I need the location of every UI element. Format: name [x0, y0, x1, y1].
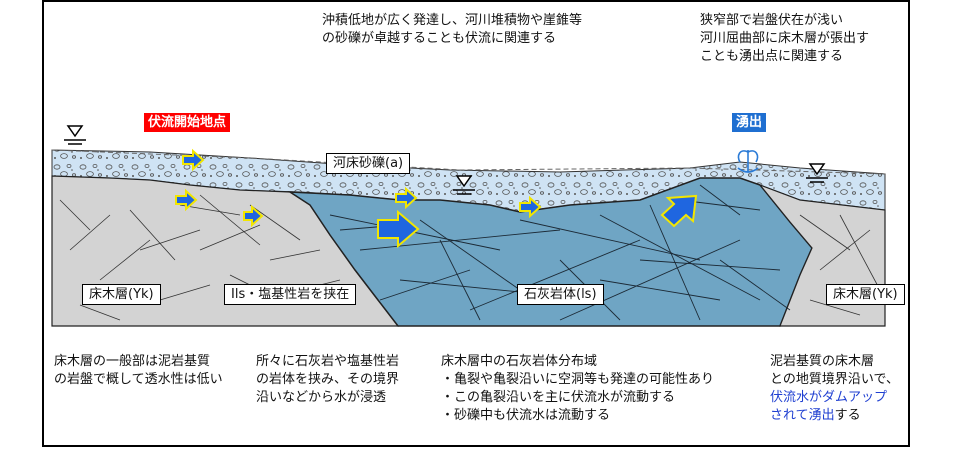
note-narrows: 狭窄部で岩盤伏在が浅い 河川屈曲部に床木層が張出す ことも湧出点に関連する: [700, 12, 869, 66]
fractures-right: [799, 214, 881, 316]
note-col1-line2: の岩盤で概して透水性は低い: [54, 372, 223, 387]
note-col4-line3: 伏流水がダムアップ: [770, 390, 888, 405]
note-col2-line2: の岩体を挟み、その境界: [256, 372, 400, 387]
label-interbedded: Ils・塩基性岩を挟在: [224, 284, 357, 305]
note-col3-line1: 床木層中の石灰岩体分布域: [441, 354, 598, 369]
label-riverbed-gravel: 河床砂礫(a): [326, 153, 411, 174]
label-tokogi-right: 床木層(Yk): [826, 284, 905, 305]
note-col4-line2: との地質境界沿いで、: [770, 372, 899, 387]
note-alluvial-line2: の砂礫が卓越することも伏流に関連する: [322, 31, 557, 46]
note-col1-line1: 床木層の一般部は泥岩基質: [54, 354, 211, 369]
note-col2: 所々に石灰岩や塩基性岩 の岩体を挟み、その境界 沿いなどから水が浸透: [256, 353, 399, 407]
note-col3-line3: ・この亀裂沿いを主に伏流水が流動する: [441, 390, 676, 405]
note-col1: 床木層の一般部は泥岩基質 の岩盤で概して透水性は低い: [54, 353, 223, 389]
flow-arrow-icon: [175, 148, 698, 249]
note-col2-line1: 所々に石灰岩や塩基性岩: [256, 354, 400, 369]
note-col2-line3: 沿いなどから水が浸透: [256, 390, 387, 405]
tag-spring: 湧出: [732, 113, 767, 132]
note-col4-line4: されて湧出: [770, 408, 835, 423]
note-col3-line4: ・砂礫中も伏流水は流動する: [441, 408, 611, 423]
label-limestone: 石灰岩体(ls): [517, 284, 604, 305]
note-col3-line2: ・亀裂や亀裂沿いに空洞等も発達の可能性あり: [441, 372, 715, 387]
note-col4-suffix: する: [834, 408, 861, 423]
water-level-icon: [806, 163, 828, 183]
note-col3: 床木層中の石灰岩体分布域 ・亀裂や亀裂沿いに空洞等も発達の可能性あり ・この亀裂…: [441, 353, 714, 425]
note-narrows-line1: 狭窄部で岩盤伏在が浅い: [700, 13, 844, 28]
label-tokogi-left: 床木層(Yk): [82, 284, 161, 305]
water-level-icon: [64, 125, 86, 145]
water-level-icon: [453, 175, 475, 195]
note-col4: 泥岩基質の床木層 との地質境界沿いで、 伏流水がダムアップ されて湧出する: [770, 353, 899, 425]
spring-icon: [737, 150, 759, 173]
note-narrows-line2: 河川屈曲部に床木層が張出す: [700, 31, 870, 46]
figure-frame: [42, 0, 910, 447]
tag-flow-start: 伏流開始地点: [144, 113, 231, 132]
note-alluvial-line1: 沖積低地が広く発達し、河川堆積物や崖錐等: [322, 13, 583, 28]
note-alluvial: 沖積低地が広く発達し、河川堆積物や崖錐等 の砂礫が卓越することも伏流に関連する: [322, 12, 582, 48]
note-col4-line1: 泥岩基質の床木層: [770, 354, 875, 369]
note-narrows-line3: ことも湧出点に関連する: [700, 49, 844, 64]
